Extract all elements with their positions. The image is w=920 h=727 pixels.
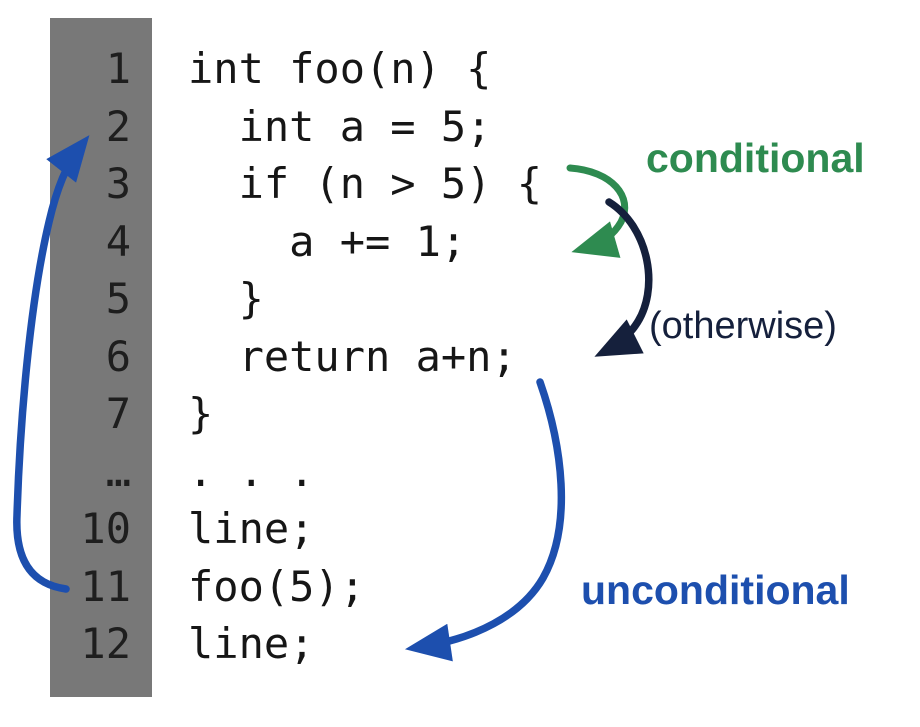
code-line: 2 int a = 5; (0, 98, 920, 156)
line-number: 2 (105, 101, 131, 151)
code-line: 10 line; (0, 500, 920, 558)
code-text: a += 1; (188, 216, 467, 266)
unconditional-label: unconditional (581, 567, 850, 613)
code-line-ellipsis: … . . . (0, 443, 920, 501)
code-line: 11 foo(5); (0, 558, 920, 616)
line-number: 12 (80, 619, 131, 668)
code-line: 4 a += 1; (0, 213, 920, 271)
code-text: line; (188, 619, 315, 668)
line-number: 7 (105, 389, 131, 438)
code-text: int a = 5; (188, 101, 492, 151)
code-text: line; (188, 504, 315, 553)
code-line: 1 int foo(n) { (0, 40, 920, 98)
line-number: 1 (105, 44, 131, 93)
conditional-label: conditional (646, 135, 865, 181)
code-line: 12 line; (0, 615, 920, 673)
code-text: int foo(n) { (188, 44, 492, 93)
line-number: 5 (105, 274, 131, 323)
line-number: … (105, 446, 131, 496)
line-number: 11 (80, 561, 131, 611)
code-line: 6 return a+n; (0, 328, 920, 386)
code-line: 7} (0, 385, 920, 443)
code-text: if (n > 5) { (188, 159, 543, 208)
code-text: . . . (188, 446, 315, 496)
code-line: 5 } (0, 270, 920, 328)
line-number: 4 (105, 216, 131, 266)
code-text: foo(5); (188, 561, 366, 611)
code-text: } (188, 389, 214, 438)
code-text: } (188, 274, 264, 323)
code-listing: 1 int foo(n) { 2 int a = 5; 3 if (n > 5) … (0, 40, 920, 673)
otherwise-label: (otherwise) (649, 305, 837, 347)
code-line: 3 if (n > 5) { (0, 155, 920, 213)
line-number: 3 (105, 159, 131, 208)
code-text: return a+n; (188, 331, 517, 381)
line-number: 6 (105, 331, 131, 381)
line-number: 10 (80, 504, 131, 553)
